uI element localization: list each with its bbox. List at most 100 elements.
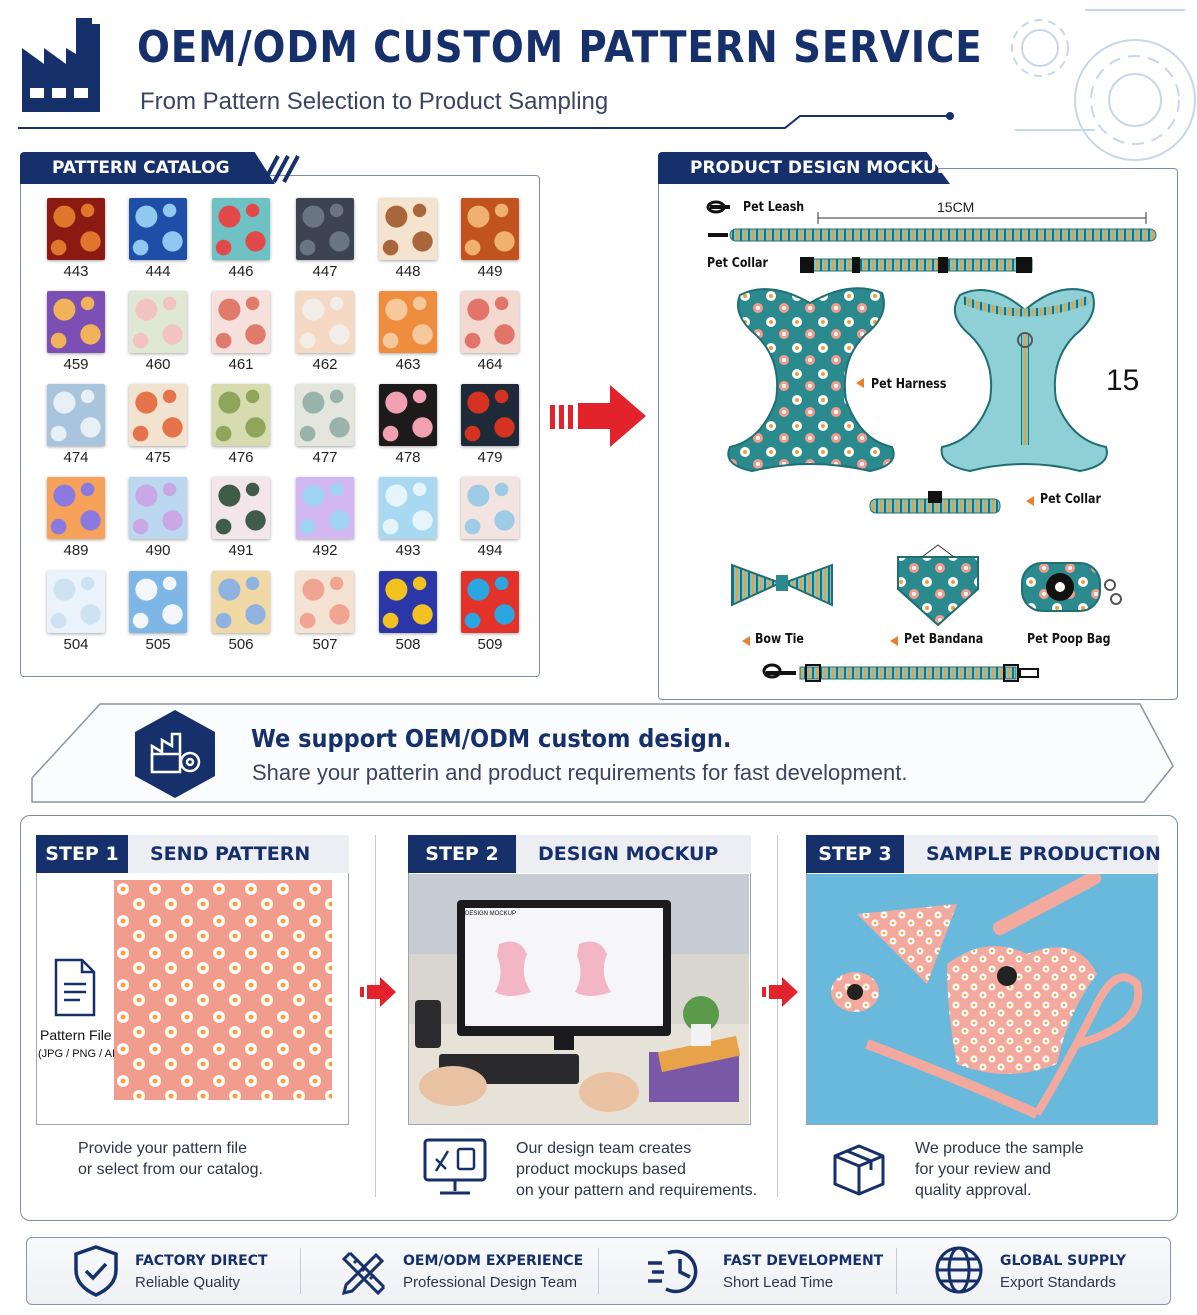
pattern-number: 479	[477, 449, 503, 466]
pattern-swatch-449[interactable]: 449	[455, 198, 525, 280]
globe-icon	[935, 1246, 983, 1294]
pattern-number: 448	[395, 263, 421, 280]
pattern-swatch-479[interactable]: 479	[455, 384, 525, 466]
step-1-desc-line-1: Provide your pattern file	[78, 1140, 247, 1157]
bow-tie-drawing	[731, 563, 833, 607]
pattern-swatch-image	[129, 384, 187, 446]
pattern-swatch-image	[47, 571, 105, 633]
bow-tie-label: Bow Tie	[755, 632, 804, 647]
pattern-swatch-image	[461, 291, 519, 353]
pattern-swatch-507[interactable]: 507	[290, 571, 360, 653]
pattern-number: 464	[477, 356, 503, 373]
pattern-swatch-461[interactable]: 461	[206, 291, 276, 373]
pattern-number: 476	[228, 449, 254, 466]
pattern-swatch-462[interactable]: 462	[290, 291, 360, 373]
pattern-swatch-491[interactable]: 491	[206, 477, 276, 559]
pattern-number: 449	[477, 263, 503, 280]
pet-collar-label: Pet Collar	[1040, 492, 1101, 507]
step-2-title: DESIGN MOCKUP	[516, 835, 751, 873]
feature-sub-factory: Reliable Quality	[135, 1274, 241, 1291]
pattern-number: 489	[63, 542, 89, 559]
product-mockup-tab: PRODUCT DESIGN MOCKUP	[658, 152, 950, 184]
pattern-swatch-490[interactable]: 490	[123, 477, 193, 559]
pattern-swatch-475[interactable]: 475	[123, 384, 193, 466]
pattern-swatch-477[interactable]: 477	[290, 384, 360, 466]
step-3-desc-line-1: We produce the sample	[915, 1140, 1084, 1157]
pattern-number: 462	[312, 356, 338, 373]
pattern-swatch-image	[379, 477, 437, 539]
pattern-swatch-image	[212, 384, 270, 446]
pattern-swatch-476[interactable]: 476	[206, 384, 276, 466]
banner-frame	[31, 703, 1174, 803]
pattern-number: 444	[145, 263, 171, 280]
collar-drawing-top	[800, 257, 1033, 273]
pattern-swatch-image	[461, 384, 519, 446]
pattern-swatch-478[interactable]: 478	[373, 384, 443, 466]
pattern-swatch-448[interactable]: 448	[373, 198, 443, 280]
mockup-illustration	[706, 200, 1157, 682]
pattern-number: 505	[145, 636, 171, 653]
pattern-number: 478	[395, 449, 421, 466]
pattern-file-formats: (JPG / PNG / AI)	[38, 1048, 119, 1060]
pattern-number: 507	[312, 636, 338, 653]
screen-mockup-label: DESIGN MOCKUP	[465, 911, 517, 917]
file-icon	[54, 958, 96, 1017]
pattern-swatch-509[interactable]: 509	[455, 571, 525, 653]
pattern-swatch-444[interactable]: 444	[123, 198, 193, 280]
pattern-swatch-463[interactable]: 463	[373, 291, 443, 373]
step-3-title: SAMPLE PRODUCTION	[904, 835, 1161, 873]
pattern-swatch-494[interactable]: 494	[455, 477, 525, 559]
pattern-swatch-504[interactable]: 504	[41, 571, 111, 653]
pattern-swatch-443[interactable]: 443	[41, 198, 111, 280]
pattern-file-label: Pattern File	[40, 1027, 112, 1043]
pattern-swatch-image	[47, 477, 105, 539]
pattern-swatch-image	[296, 198, 354, 260]
pattern-swatch-image	[129, 198, 187, 260]
pattern-swatch-474[interactable]: 474	[41, 384, 111, 466]
pattern-number: 506	[228, 636, 254, 653]
pattern-swatch-image	[47, 291, 105, 353]
pattern-number: 509	[477, 636, 503, 653]
page-subtitle: From Pattern Selection to Product Sampli…	[140, 88, 609, 115]
pattern-swatch-460[interactable]: 460	[123, 291, 193, 373]
pattern-swatch-508[interactable]: 508	[373, 571, 443, 653]
pattern-number: 460	[145, 356, 171, 373]
pattern-number: 508	[395, 636, 421, 653]
pattern-number: 447	[312, 263, 338, 280]
pet-bandana-label: Pet Bandana	[904, 632, 984, 647]
pet-leash-label: Pet Leash	[743, 200, 805, 215]
pattern-swatch-image	[379, 384, 437, 446]
pattern-swatch-459[interactable]: 459	[41, 291, 111, 373]
pattern-swatch-489[interactable]: 489	[41, 477, 111, 559]
pattern-number: 463	[395, 356, 421, 373]
step-2-number: STEP 2	[408, 835, 516, 873]
page-title: OEM/ODM CUSTOM PATTERN SERVICE	[137, 22, 983, 73]
bandana-drawing	[897, 556, 979, 627]
size-number: 15	[1106, 364, 1140, 397]
pattern-swatch-image	[296, 291, 354, 353]
pattern-swatch-image	[212, 571, 270, 633]
pattern-swatch-493[interactable]: 493	[373, 477, 443, 559]
pattern-swatch-464[interactable]: 464	[455, 291, 525, 373]
pattern-swatch-image	[212, 477, 270, 539]
banner-subtitle: Share your patterin and product requirem…	[252, 760, 908, 785]
banner-title: We support OEM/ODM custom design.	[251, 724, 732, 753]
pattern-number: 477	[312, 449, 338, 466]
feature-sub-global: Export Standards	[1000, 1274, 1116, 1291]
step-3-number: STEP 3	[806, 835, 904, 873]
pattern-number: 494	[477, 542, 503, 559]
pattern-swatch-447[interactable]: 447	[290, 198, 360, 280]
pattern-swatch-505[interactable]: 505	[123, 571, 193, 653]
pattern-swatch-446[interactable]: 446	[206, 198, 276, 280]
feature-divider	[598, 1248, 599, 1294]
pattern-swatch-image	[212, 198, 270, 260]
product-mockup-panel	[658, 168, 1178, 700]
pattern-swatch-image	[461, 477, 519, 539]
pattern-swatch-image	[212, 291, 270, 353]
pattern-swatch-492[interactable]: 492	[290, 477, 360, 559]
step-1-title: SEND PATTERN	[128, 835, 349, 873]
pattern-swatch-506[interactable]: 506	[206, 571, 276, 653]
pattern-swatch-image	[129, 477, 187, 539]
step-divider	[375, 835, 376, 1197]
